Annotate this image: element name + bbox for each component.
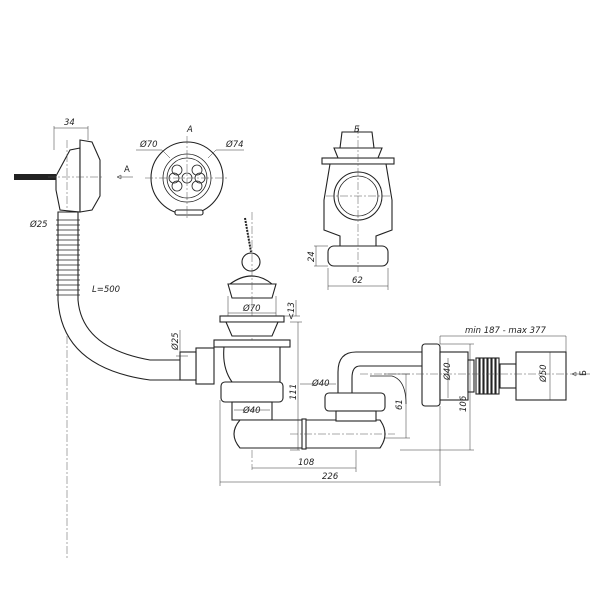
overflow-head [14,126,104,560]
outlet-rib [491,357,496,395]
dim-outlet-length: min 187 - max 377 [465,326,546,336]
view-b-title: Б [354,125,360,135]
view-b [314,126,395,290]
dim-outlet-pipe-dia: Ø50 [538,364,549,383]
outlet-rib [483,357,488,395]
dim-center-distance: 108 [298,458,315,468]
dim-nut-dia: Ø40 [442,362,453,381]
dim-inlet-dia: Ø25 [170,332,181,351]
dim-view-a-inner-dia: Ø70 [139,139,158,150]
dim-elbow-height: 61 [395,399,405,410]
dim-elbow-dia: Ø40 [311,378,330,389]
dim-view-a-outer-dia: Ø74 [225,139,244,150]
dim-outlet-height: 106 [459,395,469,412]
outlet-rib [495,357,500,395]
outlet-rib [487,357,492,395]
view-b-arrow-label: Б [579,370,589,376]
dim-outlet-dia-left: Ø40 [242,405,261,416]
view-a [116,136,244,218]
dim-view-b-width: 62 [352,276,363,286]
dim-overflow-width: 34 [64,118,75,128]
dim-overflow-pipe-dia: Ø25 [29,219,48,230]
outlet-rib [475,357,480,395]
dim-trap-height: 111 [289,384,299,400]
view-a-title: A [186,125,193,135]
dim-view-b-height: 24 [307,251,317,262]
dim-hose-length: L=500 [92,285,120,295]
dim-total-width: 226 [322,472,339,482]
trap [176,296,590,486]
dim-strainer-height: <13 [287,302,297,320]
outlet-rib [479,357,484,395]
overflow-rod [14,174,56,180]
view-a-arrow-label: A [124,165,130,175]
dim-strainer-dia: Ø70 [242,303,261,314]
overflow-hose [56,211,197,381]
